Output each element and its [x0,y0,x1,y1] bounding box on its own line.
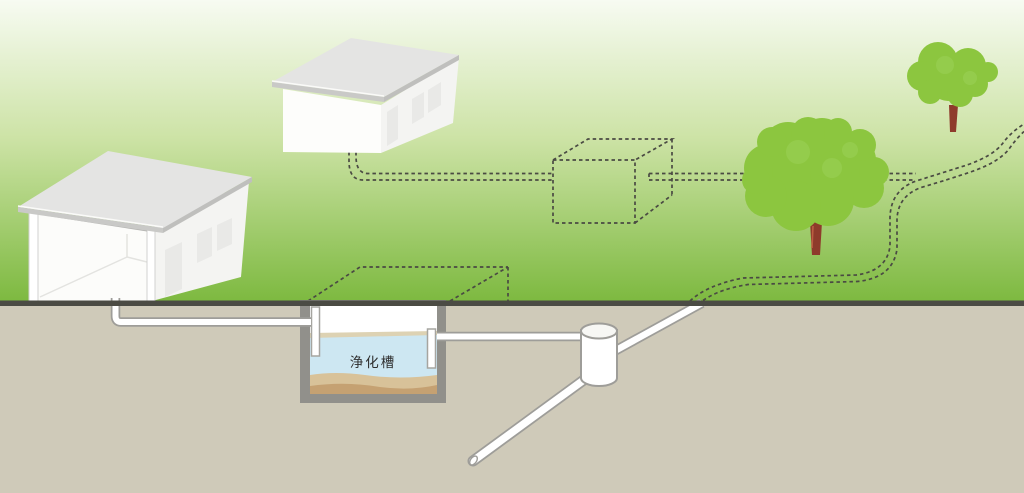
riser-pipe [609,300,704,356]
inlet-pipe [112,298,311,325]
tank-footprint-right-diagonal [449,266,509,302]
surface-drain-route [689,123,1024,306]
house-left-window-3 [217,218,232,251]
discharge-pipe [469,367,600,465]
soil-cross-section [0,302,1024,493]
tank-scum-layer [310,331,437,339]
house-upper-window-2 [428,82,441,113]
house-upper [271,38,459,153]
house-upper-roof-edge-right [384,55,459,102]
planned-box-right-face [634,139,673,224]
house-upper-window-1 [412,92,424,124]
tree-small-foliage [907,42,998,107]
house-upper-front-wall [283,89,381,153]
house-upper-roof-highlight [271,80,385,97]
house-left-interior-lines [39,234,148,298]
pipework [110,298,705,467]
house-upper-door [387,105,398,146]
tree-small-trunk [949,105,958,132]
house-left-interior [38,214,147,301]
inspection-cylinder-body [580,329,618,387]
tree-small [907,42,998,132]
planned-box-top-face [552,138,676,161]
house-left-post-left [28,209,39,302]
house-left-roof-highlight [17,205,164,228]
tank-footprint-top-edge [307,266,508,302]
tree-large [742,117,889,255]
house-left [17,151,252,302]
discharge-pipe-opening [468,455,479,466]
planned-box-outline [552,138,676,224]
tank-outlet-baffle [426,328,437,369]
house-left-roof-edge-right [163,177,252,233]
septic-tank-label: 浄化槽 [350,355,397,371]
tree-small-foliage-highlight [936,56,977,85]
planned-tank-outline [307,266,509,302]
house-left-roof-edge-front [18,207,163,233]
house-upper-roof-edge-front [272,82,384,102]
tank-sediment-lower [310,383,437,394]
house-left-window-2 [197,227,212,263]
drain-route-upper-line [689,123,1024,302]
house-left-window-1 [165,242,182,297]
tank-inlet-baffle [310,306,321,357]
dashed-pipe-left-upper [355,152,553,175]
inspection-cylinder-opening [580,322,618,340]
house-left-post-right [146,227,156,302]
dashed-pipe-left-lower [348,152,553,181]
tree-large-foliage-highlight [786,140,858,178]
house-left-roof [18,151,252,228]
ground-surface-line [0,300,1024,306]
tree-large-trunk-highlight [811,225,814,249]
septic-tank [300,300,446,403]
house-upper-roof [272,38,459,97]
